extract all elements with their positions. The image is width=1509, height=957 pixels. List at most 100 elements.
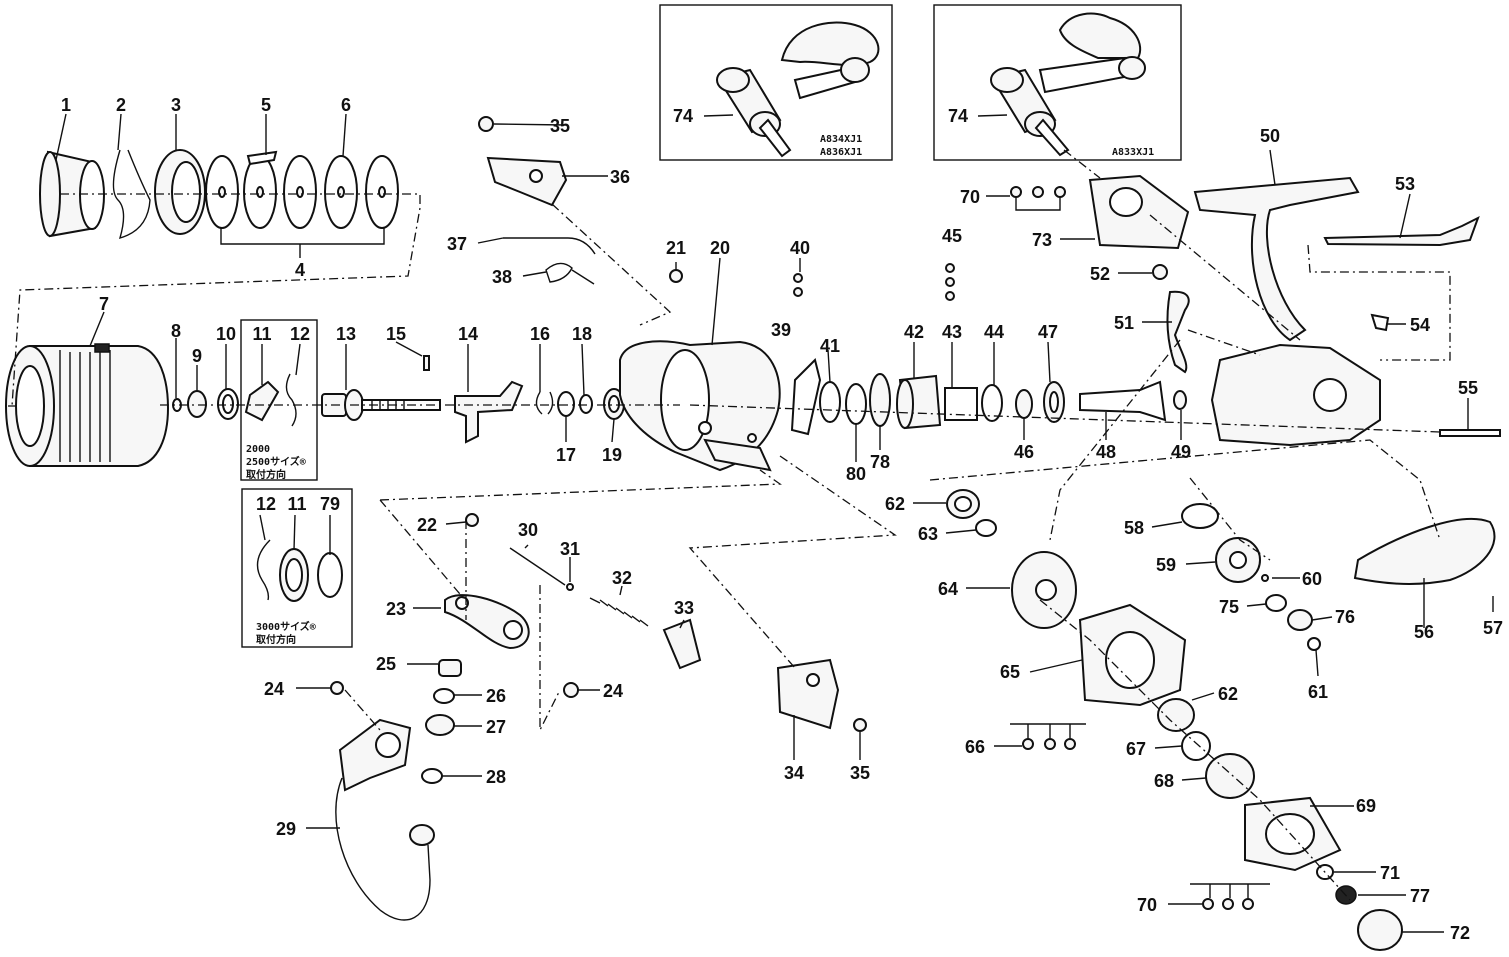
label-21: 21 [666, 238, 686, 258]
label-63: 63 [918, 524, 938, 544]
label-4: 4 [295, 260, 305, 280]
label-12-alt: 12 [256, 494, 276, 514]
label-69: 69 [1356, 796, 1376, 816]
label-62-top: 62 [885, 494, 905, 514]
stopper-lever-drawing [1323, 215, 1480, 247]
label-72: 72 [1450, 923, 1470, 943]
inset-notes: A834XJ1 A836XJ1 A833XJ1 2000 2500サイズ® 取付… [246, 134, 1154, 646]
label-76: 76 [1335, 607, 1355, 627]
part-37-drawing [503, 237, 596, 255]
label-11: 11 [252, 324, 271, 344]
label-77: 77 [1410, 886, 1430, 906]
label-79: 79 [320, 494, 340, 514]
label-58: 58 [1124, 518, 1144, 538]
note-model-b: A833XJ1 [1112, 147, 1154, 158]
label-5: 5 [261, 95, 271, 115]
label-75: 75 [1219, 597, 1239, 617]
label-29: 29 [276, 819, 296, 839]
label-14: 14 [458, 324, 478, 344]
label-24-left: 24 [264, 679, 284, 699]
inset-3000-parts-drawing [256, 539, 343, 602]
label-52: 52 [1090, 264, 1110, 284]
label-74-a: 74 [673, 106, 693, 126]
label-24-right: 24 [603, 681, 623, 701]
label-40: 40 [790, 238, 810, 258]
part-labels: 1 2 3 5 6 4 7 8 9 10 11 12 13 15 14 16 1… [61, 95, 1503, 943]
label-42: 42 [904, 322, 924, 342]
label-53: 53 [1395, 174, 1415, 194]
label-50: 50 [1260, 126, 1280, 146]
label-70-bottom: 70 [1137, 895, 1157, 915]
label-68: 68 [1154, 771, 1174, 791]
label-32: 32 [612, 568, 632, 588]
note-model-a1: A834XJ1 [820, 134, 862, 145]
side-cover-drawing [1353, 517, 1496, 585]
label-46: 46 [1014, 442, 1034, 462]
label-13: 13 [336, 324, 356, 344]
label-25: 25 [376, 654, 396, 674]
inset-box-3000 [241, 488, 353, 648]
rotor-housing-drawing [619, 340, 781, 472]
label-44: 44 [984, 322, 1004, 342]
note-size-2000: 2000 [246, 444, 270, 455]
label-47: 47 [1038, 322, 1058, 342]
label-30: 30 [518, 520, 538, 540]
label-65: 65 [1000, 662, 1020, 682]
note-size-3000: 3000サイズ® [256, 620, 317, 633]
spool-top-parts-drawing [39, 149, 399, 240]
label-2: 2 [116, 95, 126, 115]
inset-box-handle-a [659, 4, 893, 161]
note-model-a2: A836XJ1 [820, 147, 862, 158]
label-73: 73 [1032, 230, 1052, 250]
handle-assembly-a-drawing [716, 21, 880, 158]
label-57: 57 [1483, 618, 1503, 638]
inset-box-handle-b [933, 4, 1182, 161]
label-48: 48 [1096, 442, 1116, 462]
label-1: 1 [61, 95, 71, 115]
note-size-2500: 2500サイズ® [246, 455, 307, 468]
label-8: 8 [171, 321, 181, 341]
label-27: 27 [486, 717, 506, 737]
label-35-top: 35 [550, 116, 570, 136]
label-59: 59 [1156, 555, 1176, 575]
reel-body-drawing [1152, 264, 1501, 447]
label-43: 43 [942, 322, 962, 342]
label-49: 49 [1171, 442, 1191, 462]
part-36-drawing [486, 156, 568, 207]
label-74-b: 74 [948, 106, 968, 126]
label-60: 60 [1302, 569, 1322, 589]
label-80: 80 [846, 464, 866, 484]
label-45: 45 [942, 226, 962, 246]
label-19: 19 [602, 445, 622, 465]
label-54: 54 [1410, 315, 1430, 335]
center-shaft-parts-drawing [790, 263, 1187, 436]
label-37: 37 [447, 234, 467, 254]
label-10: 10 [216, 324, 236, 344]
label-66: 66 [965, 737, 985, 757]
note-mount-1: 取付方向 [246, 468, 286, 481]
label-67: 67 [1126, 739, 1146, 759]
rod-foot-drawing [1193, 176, 1360, 342]
label-51: 51 [1114, 313, 1134, 333]
label-26: 26 [486, 686, 506, 706]
label-28: 28 [486, 767, 506, 787]
label-22: 22 [417, 515, 437, 535]
label-16: 16 [530, 324, 550, 344]
inset-box-2000-2500 [240, 319, 318, 481]
label-34: 34 [784, 763, 804, 783]
label-7: 7 [99, 294, 109, 314]
bail-assembly-drawing [330, 513, 867, 921]
handle-assembly-b-drawing [990, 12, 1146, 157]
label-62-bottom: 62 [1218, 684, 1238, 704]
label-64: 64 [938, 579, 958, 599]
label-38: 38 [492, 267, 512, 287]
label-35-bottom: 35 [850, 763, 870, 783]
label-20: 20 [710, 238, 730, 258]
label-11-alt: 11 [287, 494, 306, 514]
label-31: 31 [560, 539, 580, 559]
label-3: 3 [171, 95, 181, 115]
label-23: 23 [386, 599, 406, 619]
label-39: 39 [771, 320, 791, 340]
label-18: 18 [572, 324, 592, 344]
